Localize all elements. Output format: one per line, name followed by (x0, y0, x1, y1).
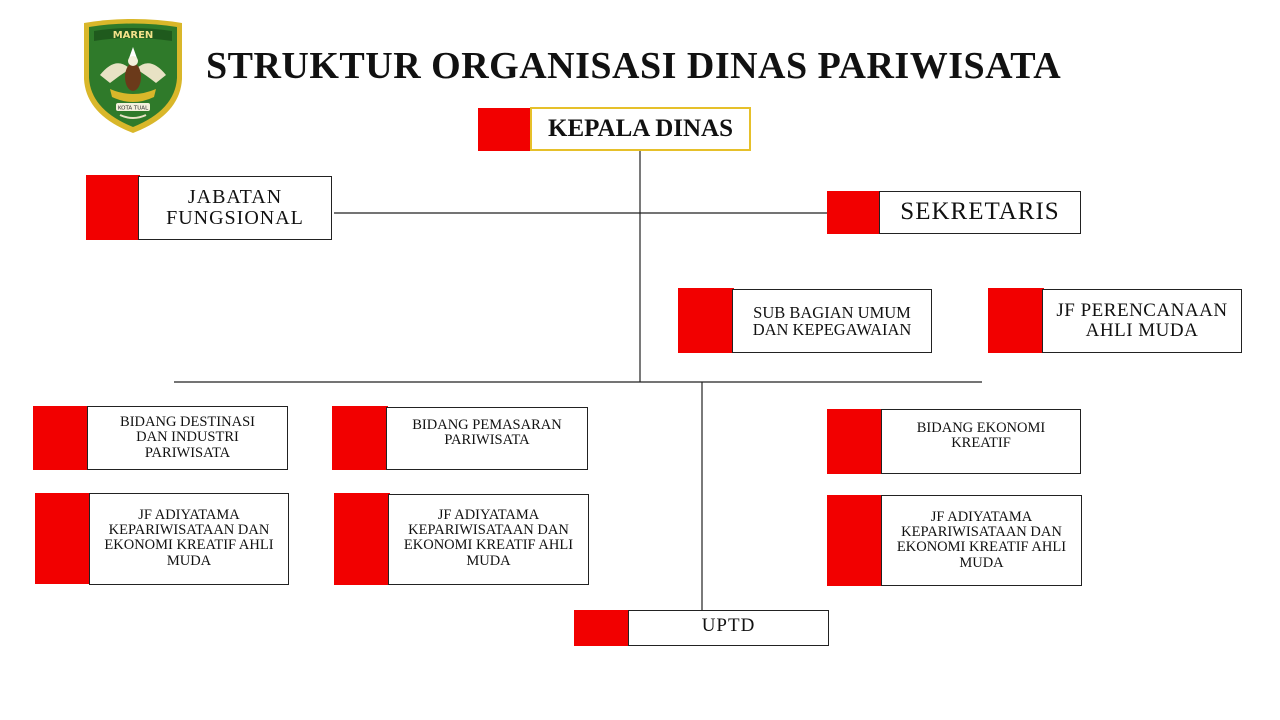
page-title: STRUKTUR ORGANISASI DINAS PARIWISATA (206, 45, 1062, 87)
unit-jabatan-fungsional[interactable]: JABATAN FUNGSIONAL (138, 176, 332, 240)
unit-sekretaris[interactable]: SEKRETARIS (879, 191, 1081, 234)
unit-label: JF ADIYATAMA KEPARIWISATAAN DAN EKONOMI … (104, 507, 274, 569)
unit-label: KEPALA DINAS (548, 114, 733, 142)
unit-jf-adiyatama-destinasi[interactable]: JF ADIYATAMA KEPARIWISATAAN DAN EKONOMI … (89, 493, 289, 585)
unit-kepala-dinas[interactable]: KEPALA DINAS (530, 107, 751, 151)
unit-label: BIDANG PEMASARAN PARIWISATA (412, 417, 562, 449)
red-tab (334, 493, 390, 585)
maren-emblem-icon: MAREN KOTA TUAL (84, 19, 182, 133)
unit-jf-adiyatama-pemasaran[interactable]: JF ADIYATAMA KEPARIWISATAAN DAN EKONOMI … (388, 494, 589, 585)
red-tab (86, 175, 140, 240)
unit-label: JF PERENCANAAN AHLI MUDA (1056, 300, 1228, 341)
red-tab (678, 288, 734, 353)
unit-uptd[interactable]: UPTD (628, 610, 829, 646)
unit-bidang-pemasaran[interactable]: BIDANG PEMASARAN PARIWISATA (386, 407, 588, 470)
unit-label: BIDANG EKONOMI KREATIF (916, 420, 1046, 452)
unit-jf-adiyatama-ekonomi[interactable]: JF ADIYATAMA KEPARIWISATAAN DAN EKONOMI … (881, 495, 1082, 586)
unit-bidang-destinasi[interactable]: BIDANG DESTINASI DAN INDUSTRI PARIWISATA (87, 406, 288, 470)
red-tab (827, 191, 881, 234)
unit-label: JF ADIYATAMA KEPARIWISATAAN DAN EKONOMI … (403, 507, 574, 569)
unit-label: BIDANG DESTINASI DAN INDUSTRI PARIWISATA (120, 414, 255, 461)
unit-label: UPTD (701, 615, 756, 636)
red-tab (988, 288, 1044, 353)
unit-subbag-umum-kepegawaian[interactable]: SUB BAGIAN UMUM DAN KEPEGAWAIAN (732, 289, 932, 353)
red-tab (35, 493, 91, 584)
red-tab (478, 108, 532, 151)
unit-jf-perencanaan[interactable]: JF PERENCANAAN AHLI MUDA (1042, 289, 1242, 353)
svg-text:MAREN: MAREN (113, 30, 154, 41)
red-tab (33, 406, 89, 470)
unit-label: JABATAN FUNGSIONAL (166, 186, 304, 229)
unit-label: SEKRETARIS (900, 198, 1060, 226)
unit-label: SUB BAGIAN UMUM DAN KEPEGAWAIAN (752, 302, 912, 339)
red-tab (574, 610, 630, 646)
unit-bidang-ekonomi-kreatif[interactable]: BIDANG EKONOMI KREATIF (881, 409, 1081, 474)
unit-label: JF ADIYATAMA KEPARIWISATAAN DAN EKONOMI … (896, 509, 1067, 571)
red-tab (332, 406, 388, 470)
red-tab (827, 409, 883, 474)
svg-text:KOTA TUAL: KOTA TUAL (118, 106, 149, 112)
red-tab (827, 495, 883, 586)
